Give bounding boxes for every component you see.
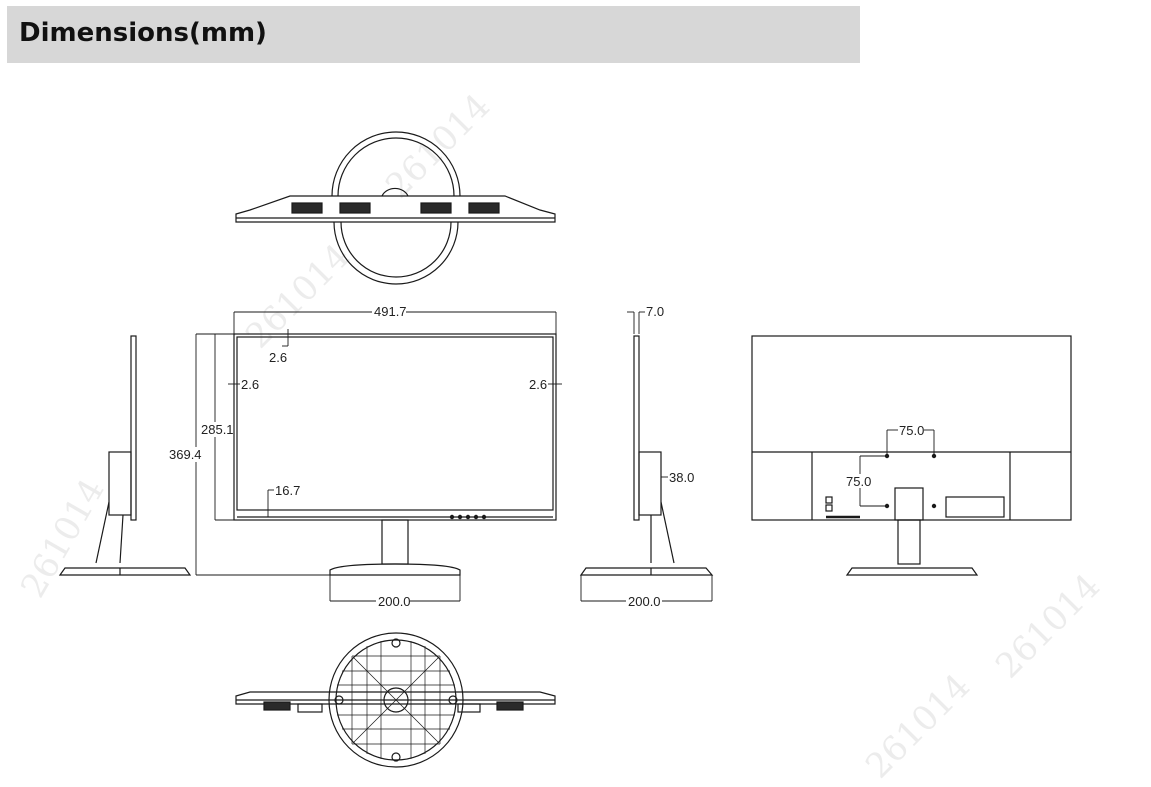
front-dimension-lines (195, 311, 562, 602)
dim-chin-label: 16.7 (275, 483, 300, 498)
dim-total-height-label: 369.4 (169, 447, 202, 462)
dim-vesa-h-label: 75.0 (899, 423, 924, 438)
side-dimension-lines (580, 311, 713, 602)
watermark-text: 261014 (238, 236, 358, 356)
left-side-view (58, 335, 192, 576)
watermark-text: 261014 (988, 566, 1108, 686)
dim-vesa-v-label: 75.0 (846, 474, 871, 489)
watermarks: 261014 261014 261014 261014 261014 (13, 86, 1108, 786)
dimension-labels: 491.7 2.6 2.6 2.6 285.1 369.4 16.7 200.0… (169, 304, 924, 609)
dim-stand-depth-label: 38.0 (669, 470, 694, 485)
watermark-text: 261014 (13, 472, 113, 604)
right-side-view (579, 335, 714, 576)
top-view (235, 131, 556, 285)
back-view (751, 335, 1072, 576)
back-dimension-lines (859, 429, 935, 507)
dim-base-side-label: 200.0 (628, 594, 661, 609)
base-grid (337, 641, 455, 759)
bottom-view (235, 632, 556, 768)
dim-bezel-top-label: 2.6 (269, 350, 287, 365)
dim-width-label: 491.7 (374, 304, 407, 319)
dim-panel-height-label: 285.1 (201, 422, 234, 437)
dim-bezel-right-label: 2.6 (529, 377, 547, 392)
watermark-text: 261014 (858, 666, 978, 786)
dim-base-front-label: 200.0 (378, 594, 411, 609)
dim-bezel-left-label: 2.6 (241, 377, 259, 392)
front-view (233, 333, 557, 576)
dim-thickness-label: 7.0 (646, 304, 664, 319)
section-header: Dimensions(mm) (7, 6, 860, 63)
section-title: Dimensions(mm) (19, 18, 267, 48)
